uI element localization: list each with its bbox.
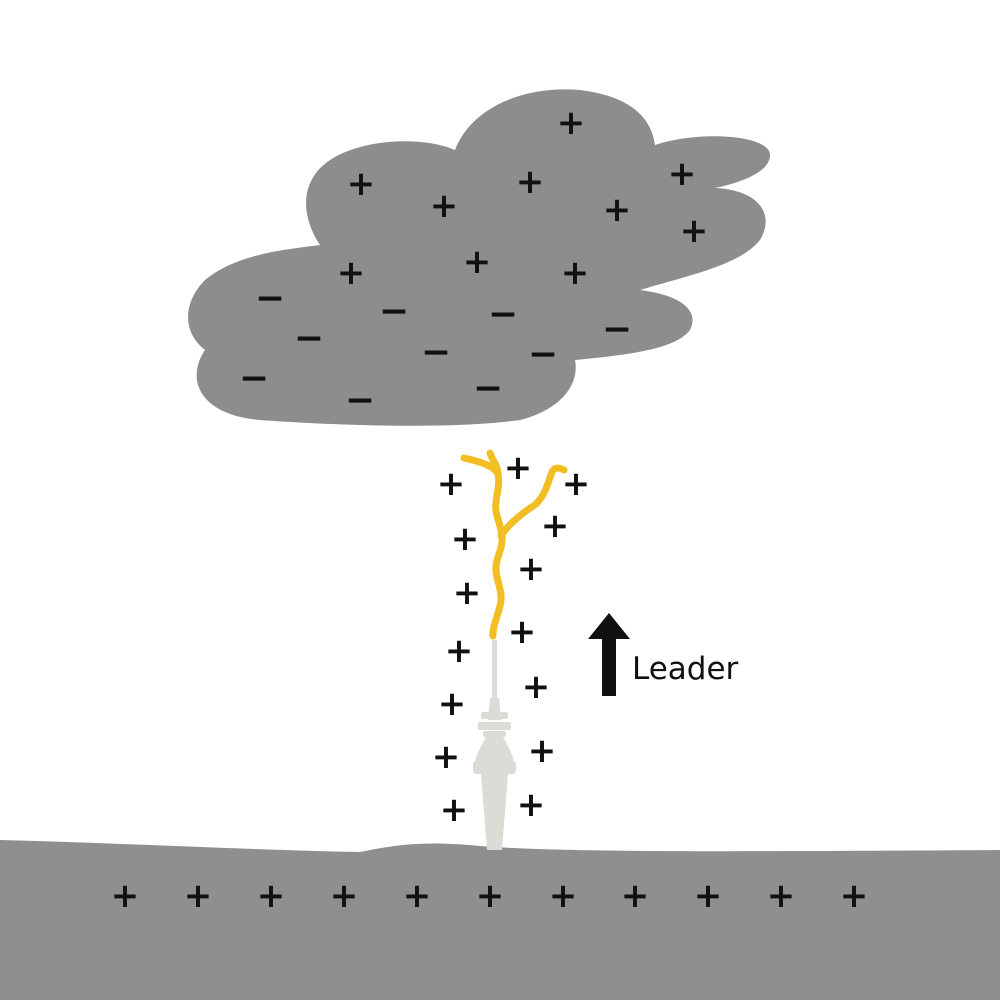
ground-positive-charge: + [767, 876, 796, 916]
ground-positive-charge: + [549, 876, 578, 916]
cloud-positive-charge: + [430, 186, 459, 226]
cloud-positive-charge: + [557, 103, 586, 143]
leader-trunk [489, 470, 506, 640]
cloud-negative-charge: − [473, 368, 503, 409]
ground-positive-charge: + [403, 876, 432, 916]
leader-annotation: Leader [588, 613, 739, 696]
cloud-positive-charge: + [603, 190, 632, 230]
arrow-shaft [602, 637, 616, 696]
ground-positive-charge: + [111, 876, 140, 916]
leader-positive-charge: + [522, 667, 551, 707]
cloud-icon [188, 89, 770, 426]
cloud-negative-charge: − [528, 334, 558, 375]
cloud-negative-charge: − [255, 278, 285, 319]
arrow-up-icon [588, 613, 630, 696]
cloud-positive-charge: + [337, 253, 366, 293]
leader-label: Leader [632, 651, 739, 687]
cloud-positive-charge: + [680, 211, 709, 251]
leader-positive-charge: + [453, 573, 482, 613]
leader-positive-charge: + [517, 785, 546, 825]
cloud-positive-charge: + [463, 242, 492, 282]
leader-positive-charge: + [517, 549, 546, 589]
leader-positive-charge: + [432, 737, 461, 777]
ground-surface [0, 840, 1000, 1000]
ground-positive-charge: + [330, 876, 359, 916]
leader-positive-charge: + [541, 506, 570, 546]
ground-positive-charge: + [694, 876, 723, 916]
cloud-negative-charge: − [239, 358, 269, 399]
ground-positive-charge: + [184, 876, 213, 916]
tower-antenna [492, 640, 497, 700]
cloud-positive-charge: + [516, 162, 545, 202]
storm-cloud: + + + + + + + + + + − − − − − − − − − − [188, 89, 770, 426]
arrow-head [588, 613, 630, 639]
cloud-negative-charge: − [294, 318, 324, 359]
leader-positive-charge: + [440, 790, 469, 830]
ground-positive-charge: + [840, 876, 869, 916]
leader-positive-charge: + [451, 519, 480, 559]
ground-positive-charge: + [476, 876, 505, 916]
cloud-positive-charge: + [668, 154, 697, 194]
ground-positive-charge: + [257, 876, 286, 916]
ground-positive-charges: + + + + + + + + + + + [111, 876, 869, 916]
tower-icon [473, 640, 516, 850]
leader-branch [486, 449, 502, 478]
tower-shaft [481, 774, 508, 850]
leader-positive-charge: + [445, 631, 474, 671]
tower-pod-base [473, 761, 516, 774]
ground: + + + + + + + + + + + [0, 840, 1000, 1000]
ground-positive-charge: + [621, 876, 650, 916]
cloud-negative-charges: − − − − − − − − − − [239, 278, 632, 421]
cloud-negative-charge: − [345, 380, 375, 421]
leader-positive-charge: + [438, 684, 467, 724]
tower-pod [475, 737, 514, 762]
cloud-negative-charge: − [379, 291, 409, 332]
leader-positive-charges: + + + + + + + + + + + + + + + [432, 448, 591, 830]
cloud-negative-charge: − [421, 332, 451, 373]
cloud-positive-charge: + [347, 164, 376, 204]
cloud-positive-charges: + + + + + + + + + + [337, 103, 709, 293]
tower-ring [481, 712, 508, 719]
leader-positive-charge: + [562, 464, 591, 504]
leader-positive-charge: + [437, 464, 466, 504]
leader-positive-charge: + [508, 612, 537, 652]
cloud-negative-charge: − [488, 294, 518, 335]
cloud-negative-charge: − [602, 309, 632, 350]
leader-branch [497, 464, 568, 540]
tower-ring [478, 722, 511, 730]
tower-ring [483, 731, 506, 737]
leader-positive-charge: + [504, 448, 533, 488]
lightning-leader-icon [460, 449, 568, 640]
leader-positive-charge: + [528, 731, 557, 771]
cloud-positive-charge: + [561, 253, 590, 293]
